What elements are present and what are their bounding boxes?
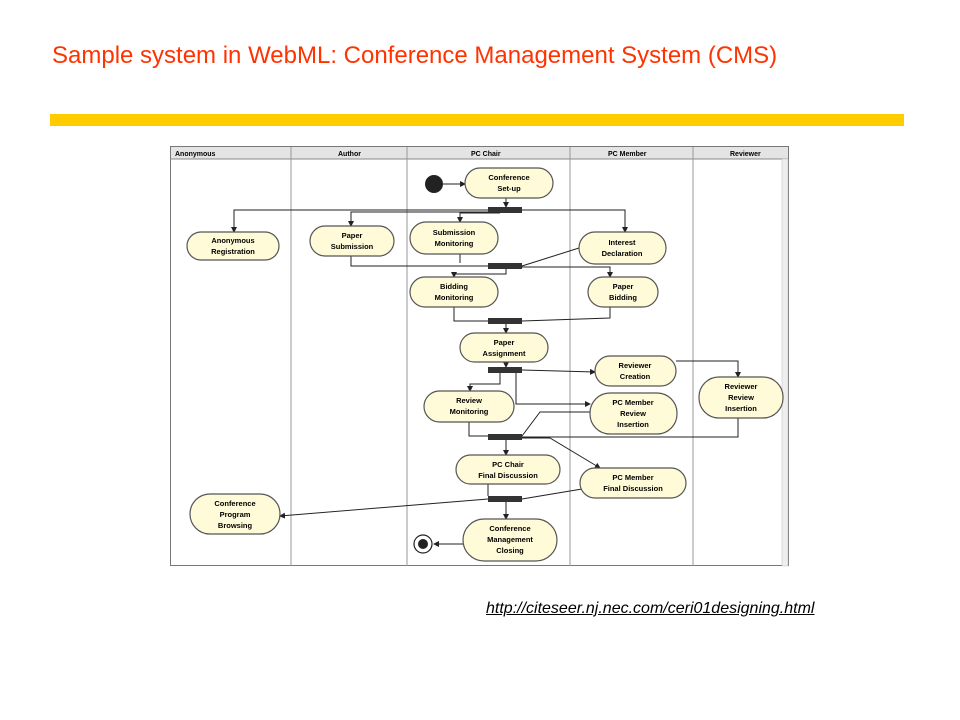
- activity-pc-chair-final-discussion: PC Chair Final Discussion: [455, 454, 561, 485]
- activity-label: Monitoring: [435, 293, 474, 302]
- activity-label: Set-up: [497, 184, 521, 193]
- activity-paper-submission: Paper Submission: [309, 225, 395, 257]
- activity-label: Submission: [331, 242, 374, 251]
- activity-label: Review: [620, 409, 646, 418]
- activity-paper-bidding: Paper Bidding: [587, 276, 659, 308]
- sync-bar-5: [488, 434, 522, 440]
- activity-label: Declaration: [602, 249, 643, 258]
- sync-bar-1: [488, 207, 522, 213]
- activity-label: Paper: [342, 231, 363, 240]
- lane-header: [171, 147, 788, 159]
- activity-bidding-monitoring: Bidding Monitoring: [409, 276, 499, 308]
- activity-label: Paper: [613, 282, 634, 291]
- activity-reviewer-creation: Reviewer Creation: [594, 355, 677, 387]
- activity-pc-member-final-discussion: PC Member Final Discussion: [579, 467, 687, 499]
- activity-label: Review: [728, 393, 754, 402]
- lane-reviewer: Reviewer: [730, 151, 761, 158]
- activity-label: Conference: [214, 499, 255, 508]
- activity-label: Interest: [608, 238, 636, 247]
- activity-paper-assignment: Paper Assignment: [459, 332, 549, 363]
- activity-label: Insertion: [617, 420, 649, 429]
- slide-title: Sample system in WebML: Conference Manag…: [52, 42, 778, 69]
- sync-bar-6: [488, 496, 522, 502]
- lane-anonymous: Anonymous: [175, 151, 216, 158]
- title-underline-bar: [50, 114, 904, 126]
- activity-label: Assignment: [483, 349, 526, 358]
- activity-label: Creation: [620, 372, 651, 381]
- activity-label: Reviewer: [619, 361, 652, 370]
- lane-author: Author: [338, 151, 361, 158]
- sync-bar-4: [488, 367, 522, 373]
- activity-label: Browsing: [218, 521, 253, 530]
- activity-review-monitoring: Review Monitoring: [423, 390, 515, 423]
- activity-label: Management: [487, 535, 533, 544]
- scrollbar: [781, 158, 789, 567]
- activity-label: Monitoring: [450, 407, 489, 416]
- activity-anonymous-registration: Anonymous Registration: [186, 231, 280, 261]
- activity-diagram: Anonymous Author PC Chair PC Member Revi…: [170, 146, 789, 567]
- activity-label: Insertion: [725, 404, 757, 413]
- lane-pc-member: PC Member: [608, 151, 647, 158]
- activity-label: Monitoring: [435, 239, 474, 248]
- activity-label: Bidding: [609, 293, 637, 302]
- end-node-core: [418, 539, 428, 549]
- activity-label: Final Discussion: [603, 484, 663, 493]
- activity-label: Registration: [211, 247, 255, 256]
- activity-label: Reviewer: [725, 382, 758, 391]
- activity-label: PC Chair: [492, 460, 524, 469]
- activity-label: Anonymous: [211, 236, 254, 245]
- lane-pc-chair: PC Chair: [471, 151, 501, 158]
- activity-conference-setup: Conference Set-up: [464, 167, 554, 199]
- activity-label: Final Discussion: [478, 471, 538, 480]
- sync-bar-3: [488, 318, 522, 324]
- activity-label: PC Member: [612, 473, 653, 482]
- activity-pc-member-review-insertion: PC Member Review Insertion: [589, 392, 678, 435]
- activity-label: Program: [220, 510, 251, 519]
- activity-conference-program-browsing: Conference Program Browsing: [189, 493, 281, 535]
- activity-label: Submission: [433, 228, 476, 237]
- activity-submission-monitoring: Submission Monitoring: [409, 221, 499, 255]
- start-node: [425, 175, 443, 193]
- activity-label: Review: [456, 396, 482, 405]
- source-link[interactable]: http://citeseer.nj.nec.com/ceri01designi…: [486, 600, 815, 617]
- activity-interest-declaration: Interest Declaration: [578, 231, 667, 265]
- activity-label: Bidding: [440, 282, 468, 291]
- activity-conference-management-closing: Conference Management Closing: [462, 518, 558, 562]
- activity-label: PC Member: [612, 398, 653, 407]
- activity-label: Conference: [489, 524, 530, 533]
- activity-reviewer-review-insertion: Reviewer Review Insertion: [698, 376, 784, 419]
- sync-bar-2: [488, 263, 522, 269]
- activity-label: Closing: [496, 546, 524, 555]
- activity-label: Paper: [494, 338, 515, 347]
- activity-label: Conference: [488, 173, 529, 182]
